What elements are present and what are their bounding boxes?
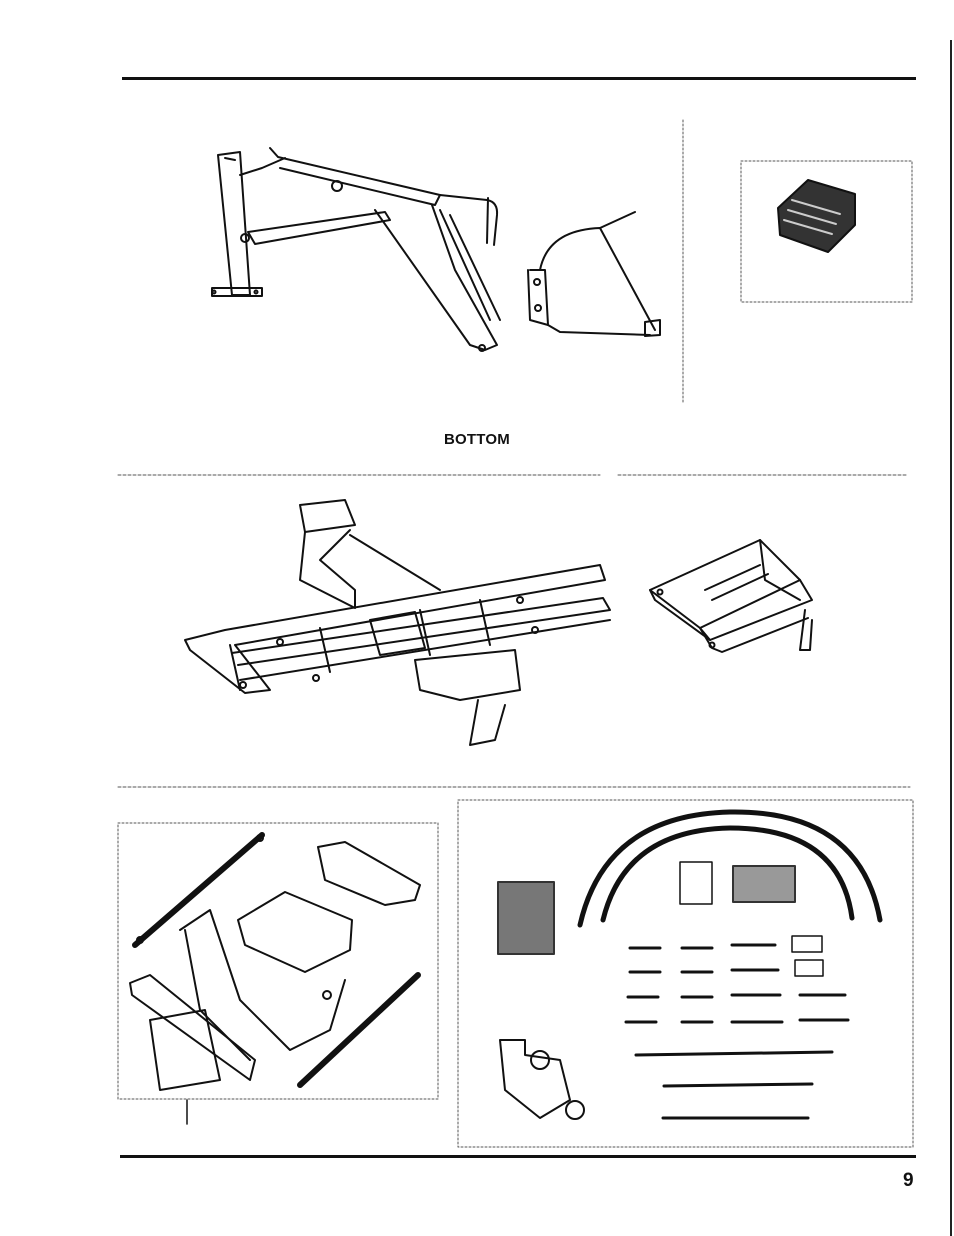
mounting-brackets-photo (118, 823, 438, 1099)
filter-cartridge-photo (741, 161, 912, 302)
page-number: 9 (903, 1170, 914, 1192)
hoses-pins-valve-photo (458, 800, 913, 1147)
loader-arm-drawing (212, 148, 500, 351)
subframe-drawing (185, 500, 610, 745)
bucket-drawing (528, 212, 660, 336)
bottom-caption: BOTTOM (444, 431, 510, 448)
crossmember-bracket-drawing (650, 540, 812, 652)
